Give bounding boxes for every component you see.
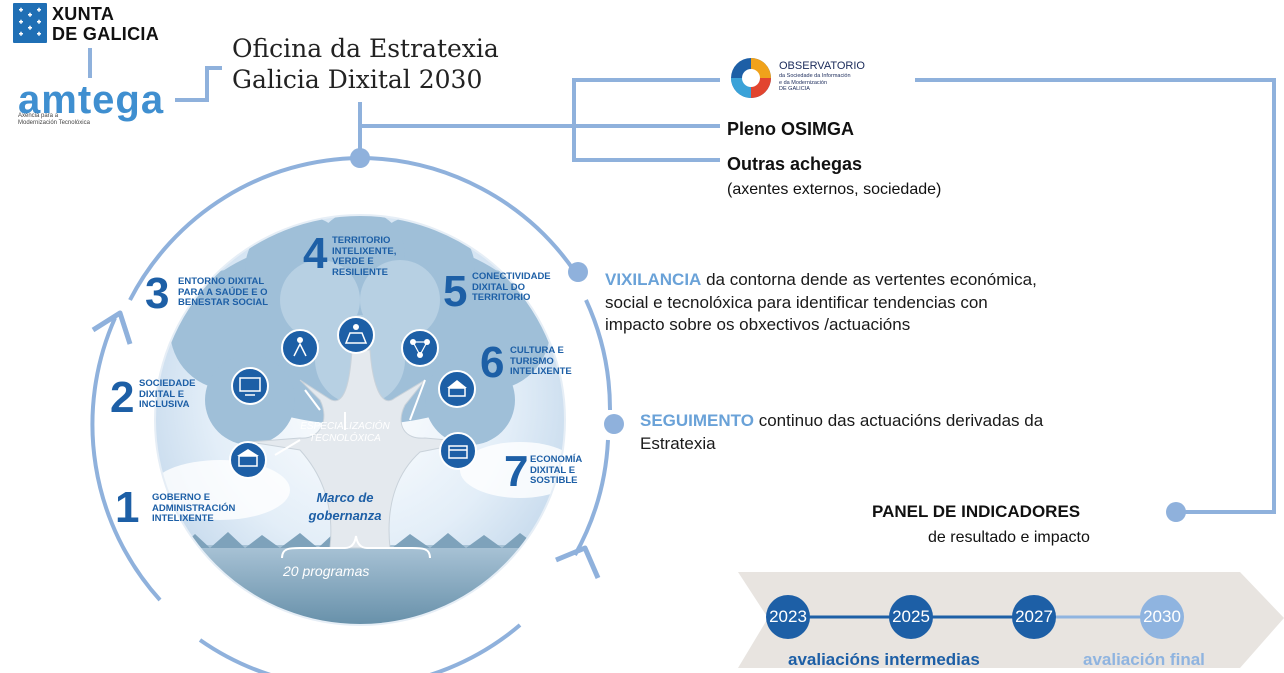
vixilancia-body: da contorna dende as vertentes económica… <box>605 270 1037 334</box>
amtega-sub-line2: Modernización Tecnolóxica <box>18 120 90 126</box>
axis-1-label: GOBERNO E ADMINISTRACIÓN INTELIXENTE <box>152 492 236 524</box>
programas-label: 20 programas <box>283 563 370 579</box>
axis-3-label: ENTORNO DIXITAL PARA A SAÚDE E O BENESTA… <box>178 276 269 308</box>
outras-achegas-label: Outras achegas <box>727 154 863 174</box>
office-title: Oficina da Estratexia Galicia Dixital 20… <box>232 33 499 95</box>
axis-4-number: 4 <box>303 229 328 278</box>
axis-4-label: TERRITORIO INTELIXENTE, VERDE E RESILIEN… <box>332 235 397 278</box>
axis-5-number: 5 <box>443 267 468 316</box>
seguimento-body: continuo das actuacións derivadas da Est… <box>640 411 1044 453</box>
observatorio-title: OBSERVATORIO <box>779 60 865 72</box>
marco-line1: Marco de <box>316 490 374 505</box>
axis-6-label: CULTURA E TURISMO INTELIXENTE <box>510 345 572 377</box>
seguimento-keyword: SEGUIMENTO <box>640 411 754 430</box>
especializacion-line1: ESPECIALIZACIÓN <box>300 421 390 432</box>
timeline-year-2023: 2023 <box>766 595 810 639</box>
vixilancia-text: VIXILANCIA da contorna dende as vertente… <box>605 269 1045 337</box>
timeline-year-2030: 2030 <box>1140 595 1184 639</box>
avaliacions-intermedias-label: avaliacións intermedias <box>788 650 980 669</box>
office-title-line2: Galicia Dixital 2030 <box>232 65 483 94</box>
especializacion-label: ESPECIALIZACIÓN TECNOLÓXICA <box>290 421 400 445</box>
axis-7-label: ECONOMÍA DIXITAL E SOSTIBLE <box>530 454 582 486</box>
panel-indicadores-subtitle: de resultado e impacto <box>928 529 1090 546</box>
pleno-osimga-label: Pleno OSIMGA <box>727 119 855 139</box>
office-title-line1: Oficina da Estratexia <box>232 34 499 63</box>
marco-gobernanza-label: Marco de gobernanza <box>290 489 400 525</box>
observatorio-subtitle: da Sociedade da Información e da Moderni… <box>779 73 851 93</box>
amtega-logo: amtega <box>18 78 165 122</box>
especializacion-line2: TECNOLÓXICA <box>309 433 381 444</box>
axis-2-label: SOCIEDADE DIXITAL E INCLUSIVA <box>139 378 196 410</box>
timeline-year-2025: 2025 <box>889 595 933 639</box>
amtega-subtitle: Axencia para a Modernización Tecnolóxica <box>18 113 90 127</box>
outras-achegas-subtitle: (axentes externos, sociedade) <box>727 181 942 198</box>
marco-line2: gobernanza <box>308 508 382 523</box>
xunta-line2: DE GALICIA <box>52 24 160 44</box>
axis-6-number: 6 <box>480 338 505 387</box>
timeline-year-2027: 2027 <box>1012 595 1056 639</box>
axis-2-number: 2 <box>110 373 135 422</box>
axis-5-label: CONECTIVIDADE DIXITAL DO TERRITORIO <box>472 271 551 303</box>
panel-indicadores-title: PANEL DE INDICADORES <box>872 502 1081 521</box>
avaliacion-final-label: avaliación final <box>1083 650 1205 669</box>
xunta-logo-text: XUNTA DE GALICIA <box>52 4 159 44</box>
vixilancia-keyword: VIXILANCIA <box>605 270 702 289</box>
seguimento-text: SEGUIMENTO continuo das actuacións deriv… <box>640 410 1050 455</box>
axis-3-number: 3 <box>145 269 170 318</box>
xunta-line1: XUNTA <box>52 4 115 24</box>
observatorio-logo-icon <box>728 55 774 106</box>
observatorio-sub-line3: DE GALICIA <box>779 86 810 92</box>
observatorio-sub-line1: da Sociedade da Información <box>779 73 851 79</box>
xunta-flag-icon <box>13 3 47 43</box>
observatorio-sub-line2: e da Modernización <box>779 79 828 86</box>
axis-1-number: 1 <box>115 483 140 532</box>
amtega-sub-line1: Axencia para a <box>18 113 59 119</box>
axis-7-number: 7 <box>504 447 529 496</box>
